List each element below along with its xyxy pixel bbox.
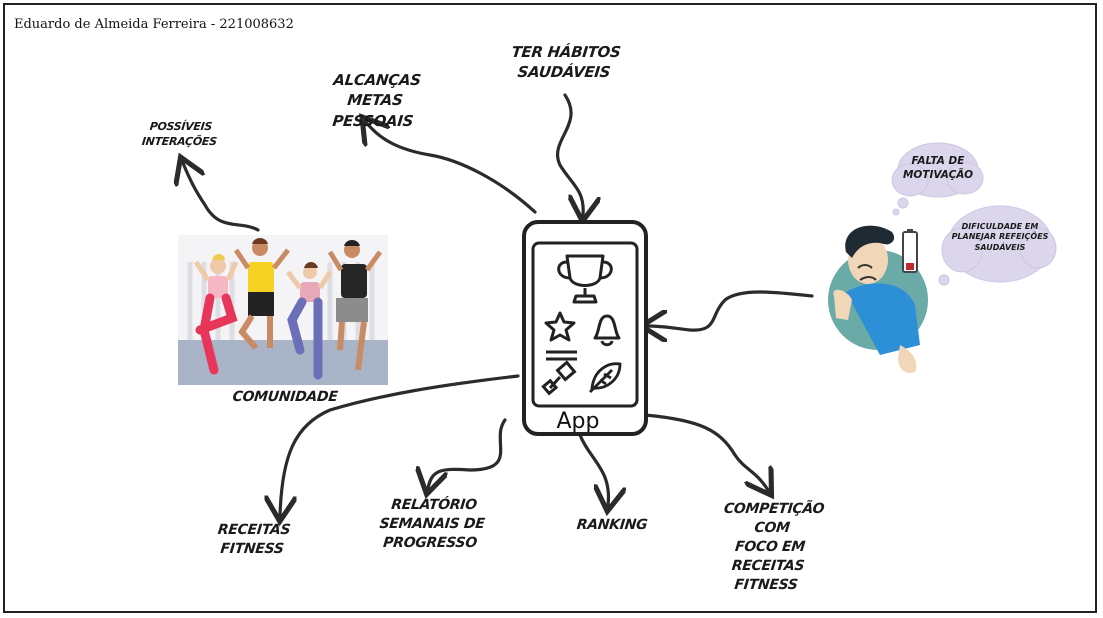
label-reports: RELATÓRIO SEMANAIS DE PROGRESSO (378, 497, 486, 551)
arrow-to-goals (366, 122, 537, 214)
author-caption: Eduardo de Almeida Ferreira - 221008632 (14, 17, 294, 32)
arrow-to-reports (428, 418, 507, 488)
arrow-to-competition (643, 413, 768, 490)
arrow-to-interactions (183, 163, 260, 232)
app-label: App (557, 409, 600, 434)
dumbbell-icon (541, 360, 577, 396)
dancer-purple (286, 262, 333, 380)
label-goals: ALCANÇAS METAS PESSOAIS (331, 71, 422, 130)
sad-person-illustration (828, 225, 928, 374)
bubble-planning: DIFICULDADE EM PLANEJAR REFEIÇÕES SAUDÁV… (951, 222, 1049, 252)
arrow-to-ranking (578, 433, 608, 505)
star-icon (544, 311, 576, 342)
bell-icon (593, 314, 621, 347)
arrow-to-recipes (280, 374, 520, 515)
label-ranking: RANKING (575, 517, 649, 533)
arrow-from-person (648, 290, 814, 330)
label-competition: COMPETIÇÃO COM FOCO EM RECEITAS FITNESS (723, 501, 825, 593)
dancer-yellow (233, 238, 290, 350)
phone-app (522, 220, 648, 436)
thought-bubbles (891, 142, 1057, 286)
arrow-to-habits (556, 93, 584, 215)
label-community: COMUNIDADE (231, 389, 339, 405)
leaf-icon (589, 362, 622, 393)
community-illustration (178, 235, 388, 385)
dancer-pink (193, 254, 239, 375)
label-habits: TER HÁBITOS SAUDÁVEIS (510, 43, 622, 82)
label-recipes: RECEITAS FITNESS (217, 522, 292, 557)
bubble-motivation: FALTA DE MOTIVAÇÃO (902, 155, 974, 181)
trophy-icon (557, 254, 613, 304)
dancer-black (327, 240, 383, 371)
label-interactions: POSSÍVEIS INTERAÇÕES (141, 120, 218, 148)
